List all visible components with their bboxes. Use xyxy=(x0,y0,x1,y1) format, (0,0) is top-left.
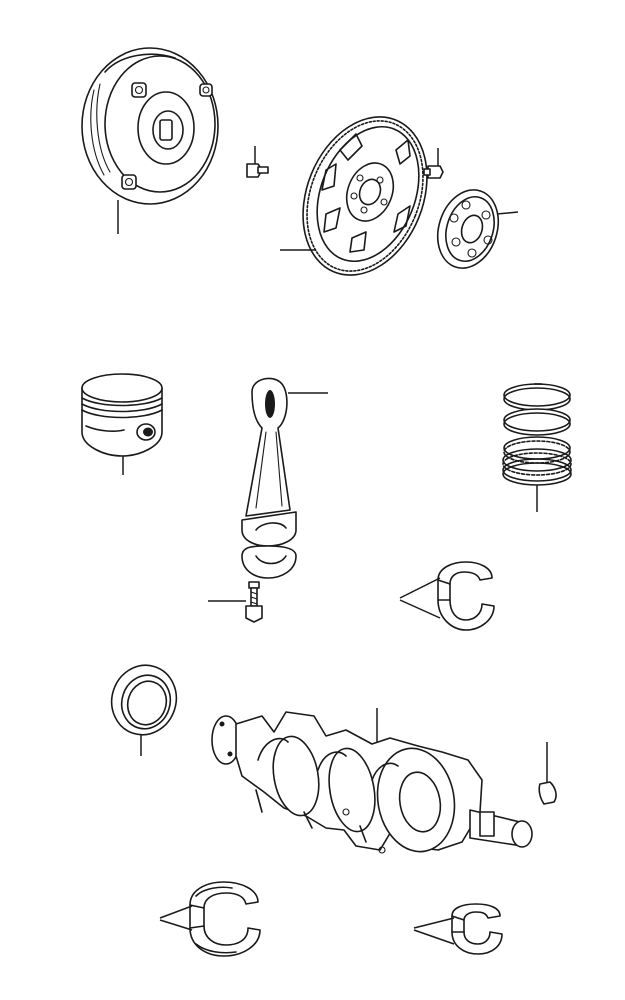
leader-line xyxy=(413,917,455,929)
bearing-shell-icon xyxy=(413,903,503,955)
bearing-shell-icon xyxy=(159,881,261,957)
leader-line xyxy=(399,599,441,619)
torque-converter-icon xyxy=(81,47,219,234)
piston-rings-icon xyxy=(502,383,572,512)
leader-line xyxy=(413,929,455,945)
connecting-rod-icon xyxy=(241,377,328,579)
plate-icon xyxy=(436,189,519,269)
oil-seal-icon xyxy=(110,664,178,756)
leader-line xyxy=(399,577,441,599)
bolt-icon xyxy=(208,581,263,623)
crankshaft-icon xyxy=(211,708,533,854)
bolt-icon xyxy=(423,148,444,179)
leader-line xyxy=(496,211,519,215)
leader-line xyxy=(159,919,193,931)
key-icon xyxy=(538,742,557,805)
bearing-shell-icon xyxy=(399,561,495,631)
bolt-icon xyxy=(246,146,269,178)
piston-icon xyxy=(81,373,163,475)
ring-gear-flexplate-icon xyxy=(280,116,428,276)
leader-line xyxy=(159,905,193,919)
